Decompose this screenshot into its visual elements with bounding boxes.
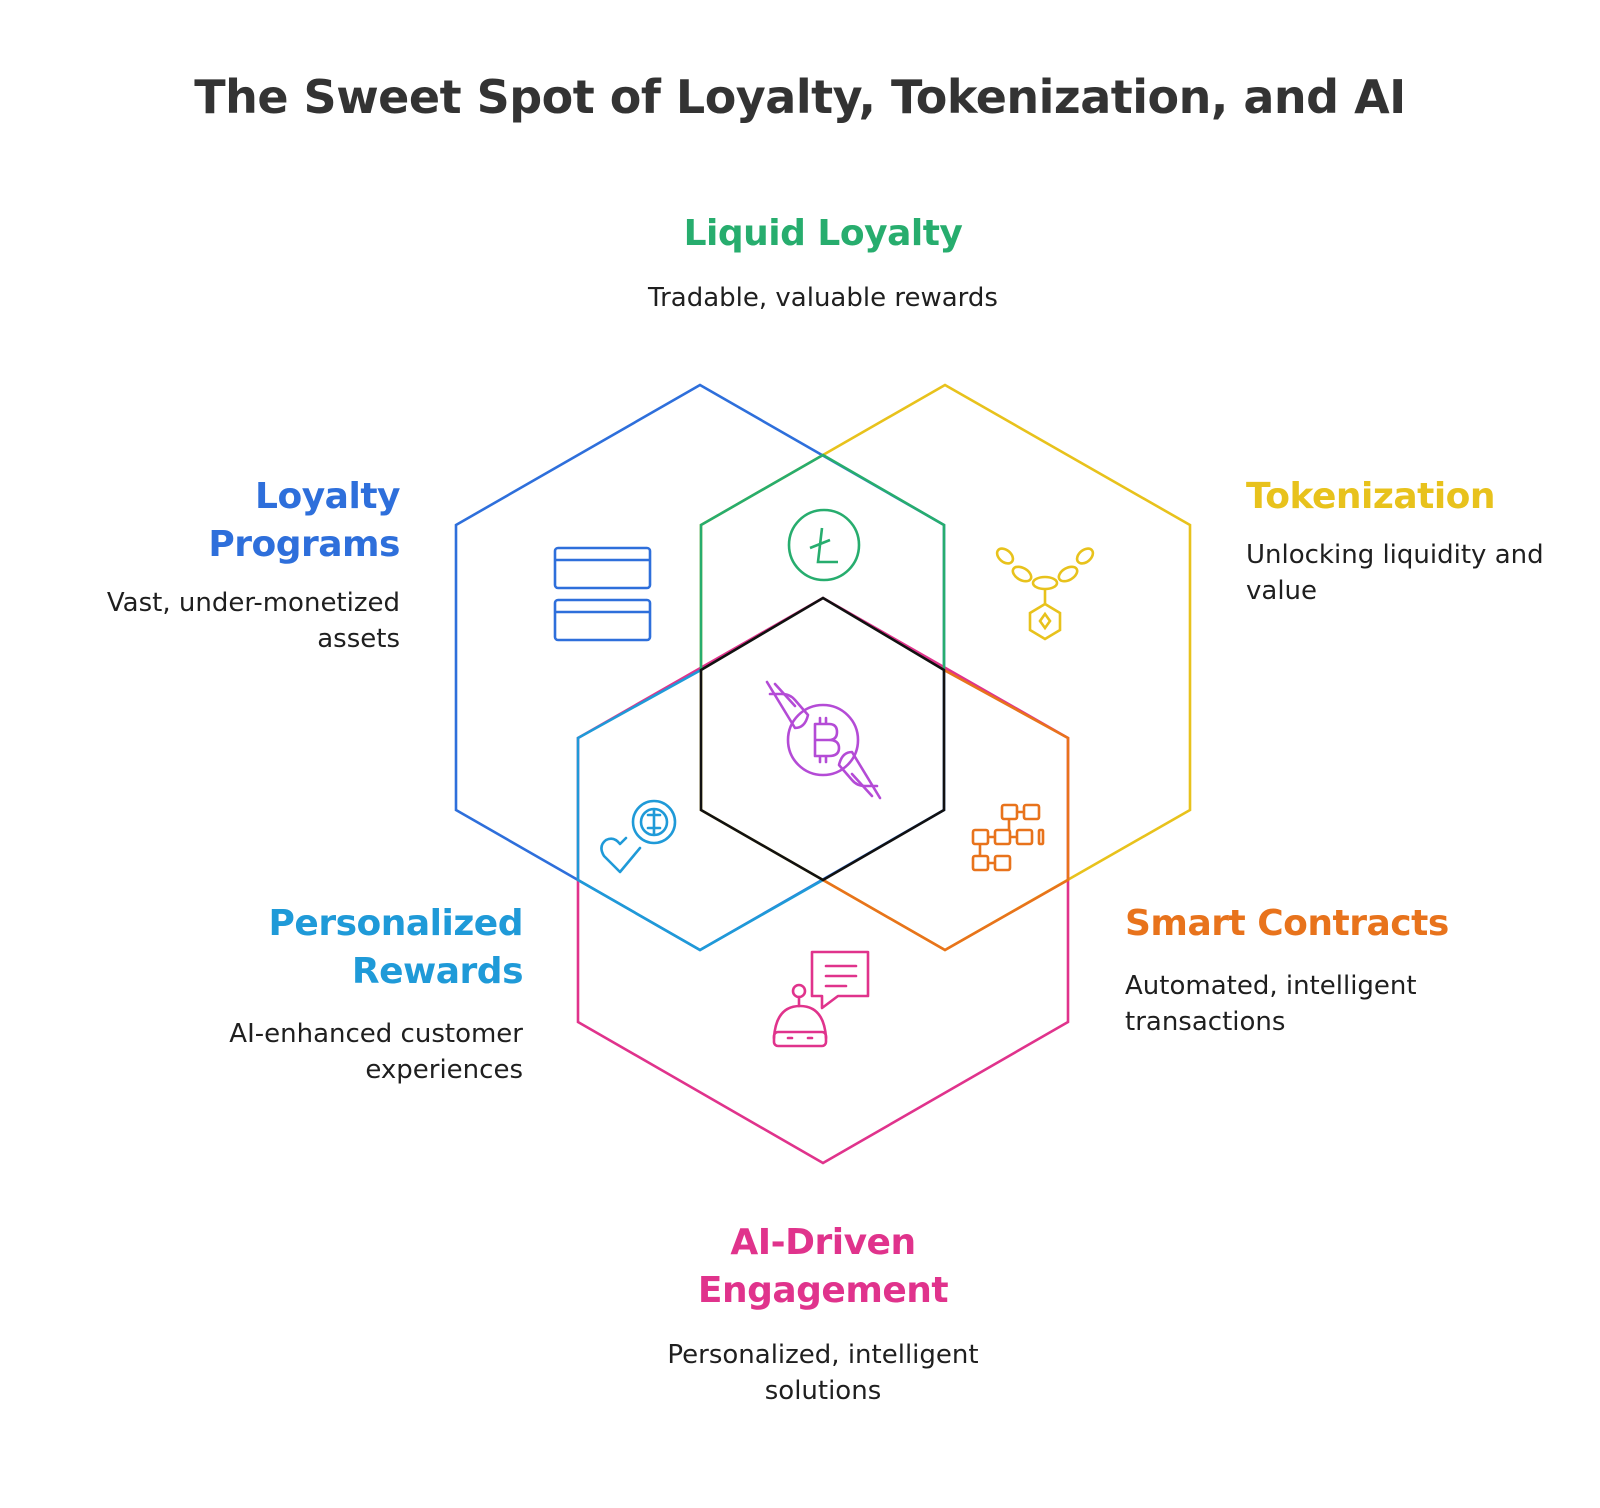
label-personalized-rewards: Personalized Rewards AI-enhanced custome… xyxy=(180,900,523,1088)
tokenization-title: Tokenization xyxy=(1246,476,1496,517)
label-smart-contracts: Smart Contracts Automated, intelligent t… xyxy=(1125,900,1545,1040)
loyalty-programs-desc-line1: Vast, under-monetized xyxy=(106,588,400,618)
blockchain-blocks-icon xyxy=(971,803,1045,872)
personalized-rewards-desc-line1: AI-enhanced customer xyxy=(229,1019,523,1049)
litecoin-icon xyxy=(787,508,861,582)
ai-engagement-title-line2: Engagement xyxy=(697,1270,949,1311)
loyalty-programs-title: Loyalty Programs xyxy=(208,476,400,565)
chain-token-icon xyxy=(995,547,1095,641)
loyalty-programs-desc-line2: assets xyxy=(317,624,400,654)
page-title: The Sweet Spot of Loyalty, Tokenization,… xyxy=(194,70,1406,124)
credit-cards-icon xyxy=(553,546,652,642)
chatbot-icon xyxy=(772,950,870,1048)
ai-engagement-desc-line1: Personalized, intelligent xyxy=(667,1340,979,1370)
intersection-center xyxy=(699,596,946,882)
heart-badge-icon xyxy=(600,799,677,874)
personalized-rewards-title-line1: Personalized xyxy=(268,903,524,944)
label-liquid-loyalty: Liquid Loyalty Tradable, valuable reward… xyxy=(560,210,1086,316)
smart-contracts-desc-line2: transactions xyxy=(1125,1007,1286,1037)
label-tokenization: Tokenization Unlocking liquidity and val… xyxy=(1246,473,1586,609)
personalized-rewards-desc-line2: experiences xyxy=(365,1055,523,1085)
smart-contracts-title: Smart Contracts xyxy=(1125,903,1449,944)
liquid-loyalty-desc: Tradable, valuable rewards xyxy=(648,283,998,313)
ai-engagement-title-line1: AI-Driven xyxy=(730,1222,916,1263)
intersection-personalized-rewards xyxy=(576,668,824,952)
intersection-liquid-loyalty xyxy=(699,453,946,670)
tokenization-desc-line2: value xyxy=(1246,576,1318,606)
intersection-smart-contracts xyxy=(822,668,1070,952)
personalized-rewards-title-line2: Rewards xyxy=(351,951,524,992)
ai-engagement-desc-line2: solutions xyxy=(764,1376,882,1406)
tokenization-desc-line1: Unlocking liquidity and xyxy=(1246,540,1544,570)
label-ai-engagement: AI-Driven Engagement Personalized, intel… xyxy=(560,1219,1086,1409)
label-loyalty-programs: Loyalty Programs Vast, under-monetized a… xyxy=(60,473,401,657)
liquid-loyalty-title: Liquid Loyalty xyxy=(683,213,963,254)
smart-contracts-desc-line1: Automated, intelligent xyxy=(1125,971,1417,1001)
bitcoin-hands-icon xyxy=(765,680,882,800)
